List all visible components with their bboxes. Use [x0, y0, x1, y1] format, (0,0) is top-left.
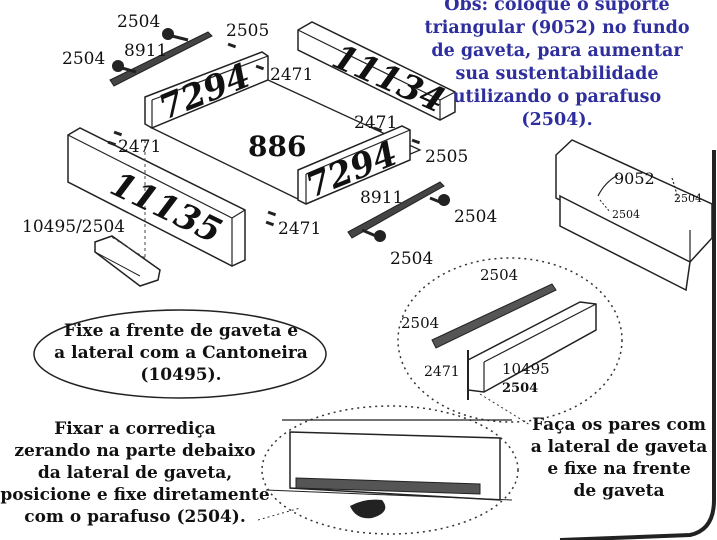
label-support-part: 9052 [614, 169, 655, 188]
pair-instruction-line: Faça os pares com [531, 415, 707, 435]
bracket-10495 [94, 235, 161, 287]
slide-instruction-line: posicione e fixe diretamente [0, 485, 270, 505]
front-panel [67, 127, 246, 267]
bracket-instruction-line: (10495). [140, 365, 222, 385]
label-detail-bracket: 10495 [502, 360, 550, 378]
support-note: Obs: coloque o suporte triangular (9052)… [398, 0, 716, 132]
guide-lines [109, 140, 146, 259]
front-side-panel [297, 125, 411, 205]
label-bracket: 10495/2504 [22, 217, 125, 237]
label-detail-screw-left: 2504 [401, 314, 439, 332]
label-dowel-front-bottom: 2471 [278, 219, 321, 239]
bracket-instruction-ellipse [33, 309, 327, 399]
label-support-screw-right: 2504 [674, 192, 702, 205]
support-note-line: (2504). [521, 110, 593, 130]
back-panel [297, 21, 456, 121]
slide-right [347, 181, 445, 239]
pair-instruction: Faça os pares com a lateral de gaveta e … [526, 414, 712, 502]
label-screw-top: 2504 [117, 12, 160, 32]
dowel-icon [107, 42, 421, 227]
detail-ellipse-slide [261, 405, 519, 535]
support-note-line: utilizando o parafuso [452, 87, 662, 107]
support-note-line: sua sustentabilidade [455, 64, 659, 84]
slide-instruction-line: Fixar a corrediça [54, 419, 216, 439]
support-note-line: Obs: coloque o suporte [444, 0, 670, 15]
label-screw-left: 2504 [62, 49, 105, 69]
label-dowel-front-left: 2471 [118, 137, 161, 157]
bracket-instruction: Fixe a frente de gaveta e a lateral com … [36, 320, 326, 386]
label-detail-dowel: 2471 [424, 364, 460, 380]
bracket-instruction-line: Fixe a frente de gaveta e [63, 321, 299, 341]
label-dowel-mid-right: 2471 [354, 113, 397, 133]
label-screw-bottom: 2504 [390, 249, 433, 269]
label-slide-top: 8911 [124, 41, 167, 61]
pair-instruction-line: a lateral de gaveta [530, 437, 708, 457]
pair-instruction-line: de gaveta [573, 481, 665, 501]
slide-instruction-line: da lateral de gaveta, [37, 463, 233, 483]
slide-instruction: Fixar a corrediça zerando na parte debai… [0, 418, 270, 528]
bracket-instruction-line: a lateral com a Cantoneira [54, 343, 308, 363]
support-note-line: de gaveta, para aumentar [431, 41, 683, 61]
detail-side-panel [467, 301, 597, 400]
slide-detail-drawing [265, 419, 513, 519]
label-dowel-right-top: 2471 [270, 65, 313, 85]
label-slide-right: 8911 [360, 188, 403, 208]
page-border [559, 150, 716, 540]
support-note-line: triangular (9052) no fundo [424, 18, 690, 38]
label-dowel-top: 2505 [226, 21, 269, 41]
label-screw-right: 2504 [454, 207, 497, 227]
slide-instruction-line: com o parafuso (2504). [24, 507, 246, 527]
callout-line-slide [257, 507, 301, 521]
label-support-screw-left: 2504 [612, 208, 640, 221]
detail-circle-bracket [397, 257, 623, 423]
label-dowel-right: 2505 [425, 147, 468, 167]
drawer-bottom-detail [555, 139, 713, 292]
label-bottom-panel: 886 [248, 130, 306, 163]
detail-slide [431, 283, 557, 349]
screw-icon [112, 28, 450, 242]
label-detail-screw-top: 2504 [480, 266, 518, 284]
label-detail-screw-bottom: 2504 [502, 381, 538, 396]
pair-instruction-line: e fixe na frente [547, 459, 691, 479]
slide-instruction-line: zerando na parte debaixo [14, 441, 256, 461]
